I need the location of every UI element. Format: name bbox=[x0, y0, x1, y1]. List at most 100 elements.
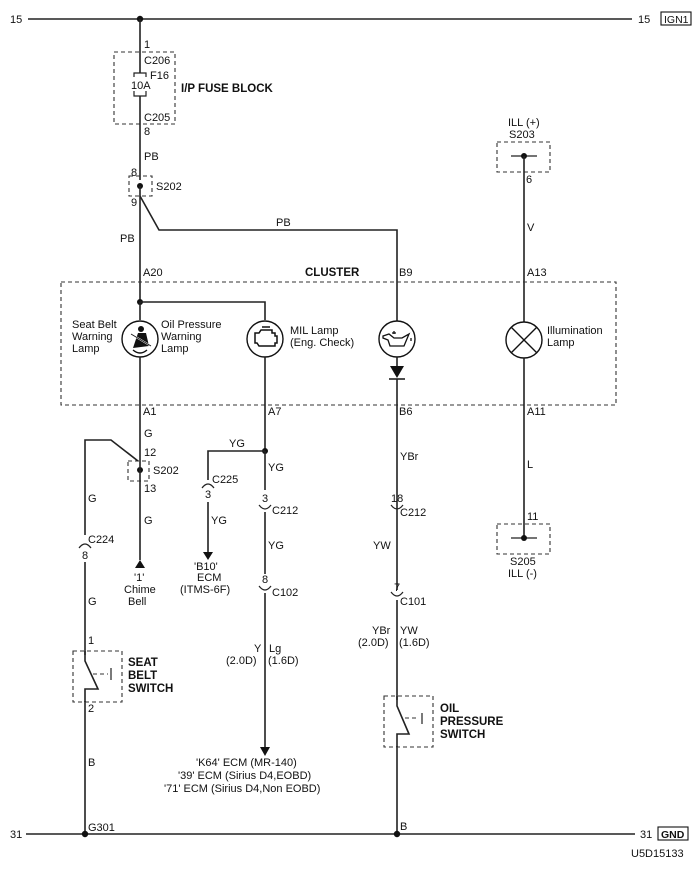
wire-color-yw-2: YW bbox=[400, 625, 418, 637]
pin-a13: A13 bbox=[527, 267, 547, 279]
op-switch-outline bbox=[383, 695, 434, 748]
ignition-rail: 15 15 IGN1 bbox=[10, 11, 692, 26]
instrument-cluster: CLUSTER A20 B9 A13 A1 A7 B6 A11 Seat Bel… bbox=[60, 267, 617, 590]
rail-15-left-label: 15 bbox=[10, 14, 22, 26]
mil-label-2: (Eng. Check) bbox=[290, 337, 354, 349]
pin-b9: B9 bbox=[399, 267, 412, 279]
wire-color-yg-3: YG bbox=[211, 515, 227, 527]
c225-id: C225 bbox=[212, 474, 238, 486]
mil-lamp bbox=[246, 320, 284, 358]
ecm-b10-line1: 'B10' bbox=[194, 561, 218, 573]
op-switch-label-1: OIL bbox=[440, 703, 459, 715]
wire-spec-yw-2: (1.6D) bbox=[399, 637, 430, 649]
mil-label-1: MIL Lamp bbox=[290, 325, 339, 337]
diagram-id: U5D15133 bbox=[631, 848, 684, 860]
s203-outline bbox=[496, 141, 551, 173]
ecm-arrow-icon bbox=[260, 747, 270, 756]
s202-top-id: S202 bbox=[156, 181, 182, 193]
sb-switch-label-1: SEAT bbox=[128, 657, 158, 669]
gnd-badge-label: GND bbox=[661, 829, 685, 841]
wire-color-v: V bbox=[527, 222, 535, 234]
sb-switch-contact-icon bbox=[84, 651, 100, 702]
seatbelt-icon bbox=[130, 326, 152, 354]
wire-color-ybr-1: YBr bbox=[400, 451, 419, 463]
wire-color-yg-2: YG bbox=[268, 462, 284, 474]
wire-color-pb-1: PB bbox=[144, 151, 159, 163]
c212b-connector-icon bbox=[390, 504, 404, 510]
c212a-id: C212 bbox=[272, 505, 298, 517]
c212a-connector-icon bbox=[258, 504, 272, 510]
mil-ecm-branch: YG YG C225 3 YG 'B10' ECM (ITMS-6F) 3 C2… bbox=[164, 438, 320, 795]
wire-spec-ybr-2: (2.0D) bbox=[358, 637, 389, 649]
c212b-id: C212 bbox=[400, 507, 426, 519]
pin-a11: A11 bbox=[527, 406, 546, 418]
seatbelt-label-3: Lamp bbox=[72, 343, 100, 355]
wire-color-yw-1: YW bbox=[373, 540, 391, 552]
s203-pin: 6 bbox=[526, 174, 532, 186]
oilpress-label-1: Oil Pressure bbox=[161, 319, 222, 331]
chime-arrow-icon bbox=[135, 560, 145, 568]
sb-switch-pin-in: 1 bbox=[88, 635, 94, 647]
c224-pin: 8 bbox=[82, 550, 88, 562]
s202-top-pin-out: 9 bbox=[131, 197, 137, 209]
fuse-pin-in: 1 bbox=[144, 39, 150, 51]
sb-switch-label-3: SWITCH bbox=[128, 683, 173, 695]
fuse-conn-in: C206 bbox=[144, 55, 170, 67]
s202-bot-pin-out: 13 bbox=[144, 483, 156, 495]
g301-dot bbox=[81, 830, 89, 838]
wire-color-g-3: G bbox=[144, 515, 153, 527]
wire-color-g-4: G bbox=[88, 596, 97, 608]
s205-label-ill: ILL (-) bbox=[508, 568, 537, 580]
fuse-pin-out: 8 bbox=[144, 126, 150, 138]
c212b-pin: 18 bbox=[391, 493, 403, 505]
diode-icon bbox=[390, 366, 404, 378]
op-switch-label-3: SWITCH bbox=[440, 729, 485, 741]
fuse-rating: 10A bbox=[131, 80, 151, 92]
gnd-badge bbox=[657, 826, 689, 841]
chime-label-1: Chime bbox=[124, 584, 156, 596]
engine-icon bbox=[254, 326, 278, 347]
splice-s202-top: 8 S202 9 PB PB bbox=[120, 167, 398, 326]
oilpress-label-3: Lamp bbox=[161, 343, 189, 355]
sb-switch-outline bbox=[72, 650, 123, 703]
wire-color-l: L bbox=[527, 459, 533, 471]
ecm-list-2: '39' ECM (Sirius D4,EOBD) bbox=[178, 770, 311, 782]
s203-label-id: S203 bbox=[509, 129, 535, 141]
wire-color-y: Y bbox=[254, 643, 262, 655]
ign1-badge bbox=[660, 11, 692, 26]
wire-color-pb-2: PB bbox=[276, 217, 291, 229]
cluster-outline bbox=[60, 281, 617, 406]
s202-bot-id: S202 bbox=[153, 465, 179, 477]
s202-bot-pin-in: 12 bbox=[144, 447, 156, 459]
bulb-cross-icon bbox=[510, 326, 538, 354]
ground-b-dot bbox=[393, 830, 401, 838]
c102-id: C102 bbox=[272, 587, 298, 599]
c225-connector-icon bbox=[201, 483, 215, 489]
seatbelt-warning-lamp bbox=[121, 320, 159, 358]
ground-b-label: B bbox=[400, 821, 407, 833]
ecm-b10-line3: (ITMS-6F) bbox=[180, 584, 230, 596]
pin-a7: A7 bbox=[268, 406, 281, 418]
s205-pin: 11 bbox=[527, 511, 538, 523]
pin-a1: A1 bbox=[143, 406, 156, 418]
fuse-id: F16 bbox=[150, 70, 169, 82]
wire-color-pb-3: PB bbox=[120, 233, 135, 245]
c101-pin: 7 bbox=[394, 582, 400, 594]
wire-color-yg-1: YG bbox=[229, 438, 245, 450]
c224-connector-icon bbox=[78, 543, 92, 549]
sb-switch-pin-out: 2 bbox=[88, 703, 94, 715]
c102-pin: 8 bbox=[262, 574, 268, 586]
rail-15-right-label: 15 bbox=[638, 14, 650, 26]
wire-color-lg: Lg bbox=[269, 643, 281, 655]
c212a-pin: 3 bbox=[262, 493, 268, 505]
ip-fuse-block: 1 C206 10A F16 I/P FUSE BLOCK C205 8 PB bbox=[113, 19, 273, 180]
wire-g-to-switch bbox=[84, 439, 139, 535]
oil-pressure-lamp bbox=[378, 320, 416, 358]
wire-color-yg-4: YG bbox=[268, 540, 284, 552]
oilpress-label-2: Warning bbox=[161, 331, 202, 343]
ecm-list-3: '71' ECM (Sirius D4,Non EOBD) bbox=[164, 783, 320, 795]
cluster-title: CLUSTER bbox=[305, 267, 360, 279]
sb-switch-label-2: BELT bbox=[128, 670, 157, 682]
chime-pin: '1' bbox=[134, 572, 144, 584]
